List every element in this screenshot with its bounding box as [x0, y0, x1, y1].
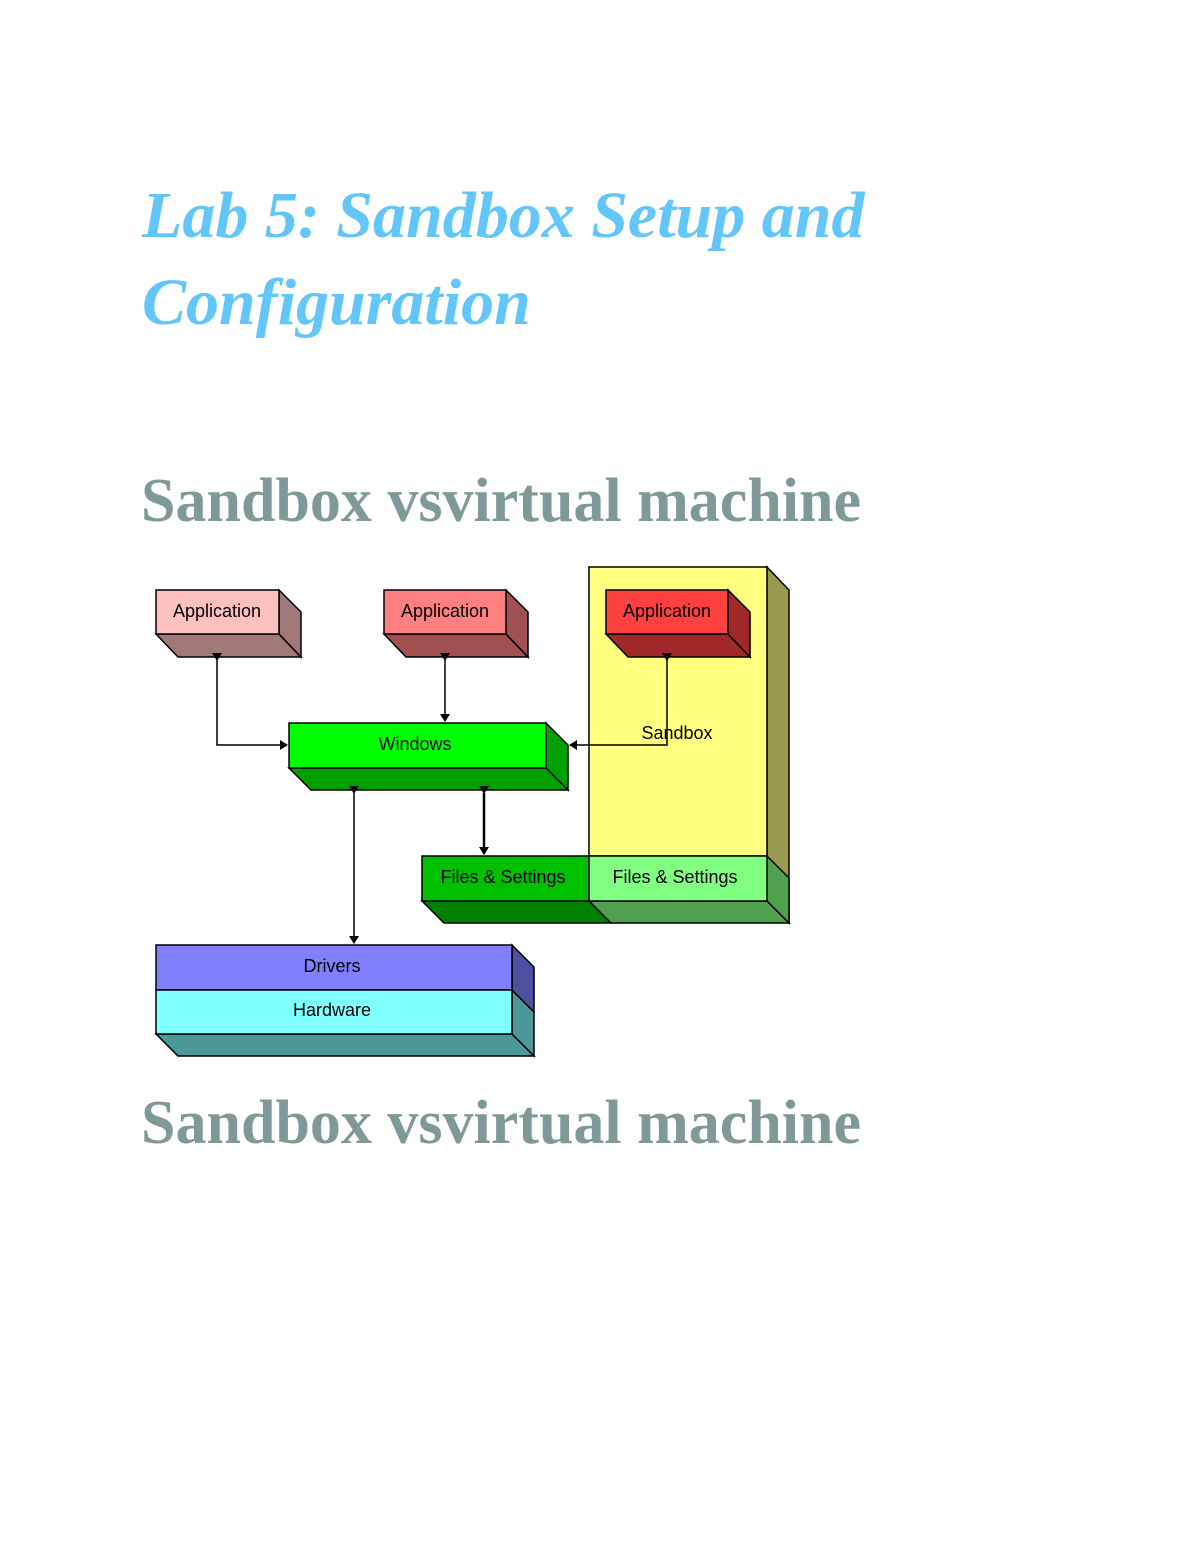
drivers-hardware-stack	[154, 943, 536, 1058]
application-box-1	[154, 588, 303, 659]
section-heading: Sandbox vsvirtual machine	[141, 467, 862, 535]
windows-label: Windows	[378, 734, 451, 754]
application-box-2	[382, 588, 530, 659]
page-title: Lab 5: Sandbox Setup and Configuration	[142, 179, 865, 339]
drivers-label: Drivers	[304, 956, 361, 976]
hardware-label: Hardware	[293, 1000, 371, 1020]
application-label-1: Application	[173, 601, 261, 621]
files-settings-host-label: Files & Settings	[440, 867, 565, 887]
files-settings-sandbox-label: Files & Settings	[612, 867, 737, 887]
windows-box	[287, 721, 570, 792]
application-box-3	[604, 588, 752, 659]
application-label-2: Application	[401, 601, 489, 621]
sandbox-label: Sandbox	[641, 723, 712, 743]
arrow-app1-windows	[212, 653, 288, 750]
section-heading: Sandbox vsvirtual machine	[141, 1089, 862, 1157]
application-label-3: Application	[623, 601, 711, 621]
arrow-app3-windows	[569, 653, 672, 750]
files-settings-block	[420, 854, 791, 925]
